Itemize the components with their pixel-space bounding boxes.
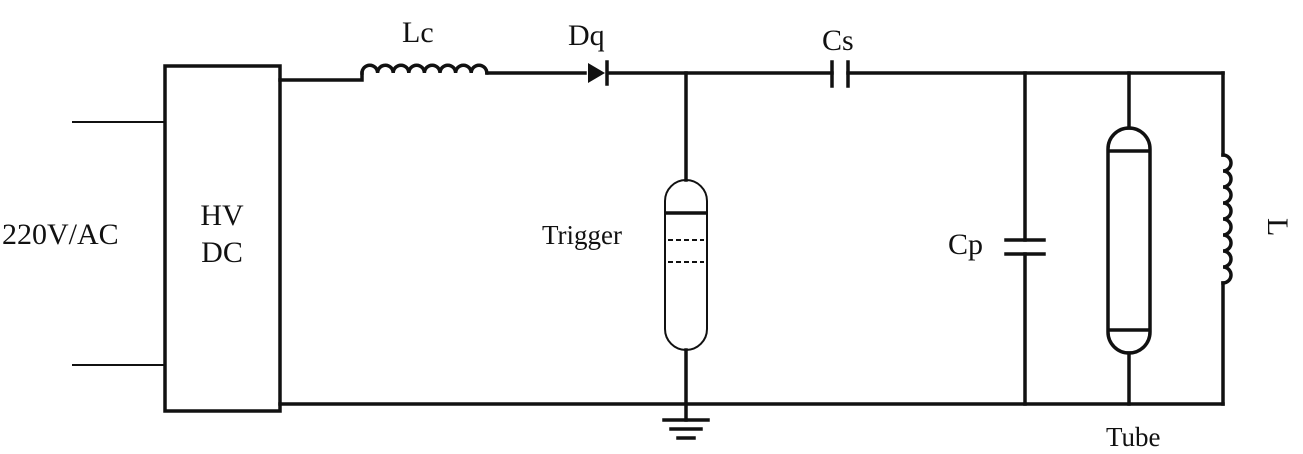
trigger-label: Trigger <box>542 220 622 250</box>
charging-inductor <box>360 63 489 75</box>
parallel-capacitor-label: Cp <box>948 228 983 261</box>
input-voltage-label: 220V/AC <box>2 218 119 251</box>
diode <box>588 60 609 86</box>
load-inductor <box>1221 71 1233 406</box>
hvdc-supply: HV DC <box>163 64 282 413</box>
parallel-capacitor <box>1004 71 1046 406</box>
series-capacitor-label: Cs <box>822 24 854 57</box>
ground-icon <box>662 418 710 440</box>
load-inductor-label: L <box>1261 218 1294 236</box>
diode-label: Dq <box>568 19 605 52</box>
hvdc-label-bottom: DC <box>201 236 243 269</box>
trigger-switch <box>664 71 708 422</box>
flash-tube <box>1106 71 1152 406</box>
hvdc-label-top: HV <box>200 199 244 232</box>
input-terminals <box>72 121 165 366</box>
tube-label: Tube <box>1106 422 1161 452</box>
charging-inductor-label: Lc <box>402 16 434 49</box>
series-capacitor <box>830 60 850 88</box>
top-rail <box>278 71 1225 82</box>
